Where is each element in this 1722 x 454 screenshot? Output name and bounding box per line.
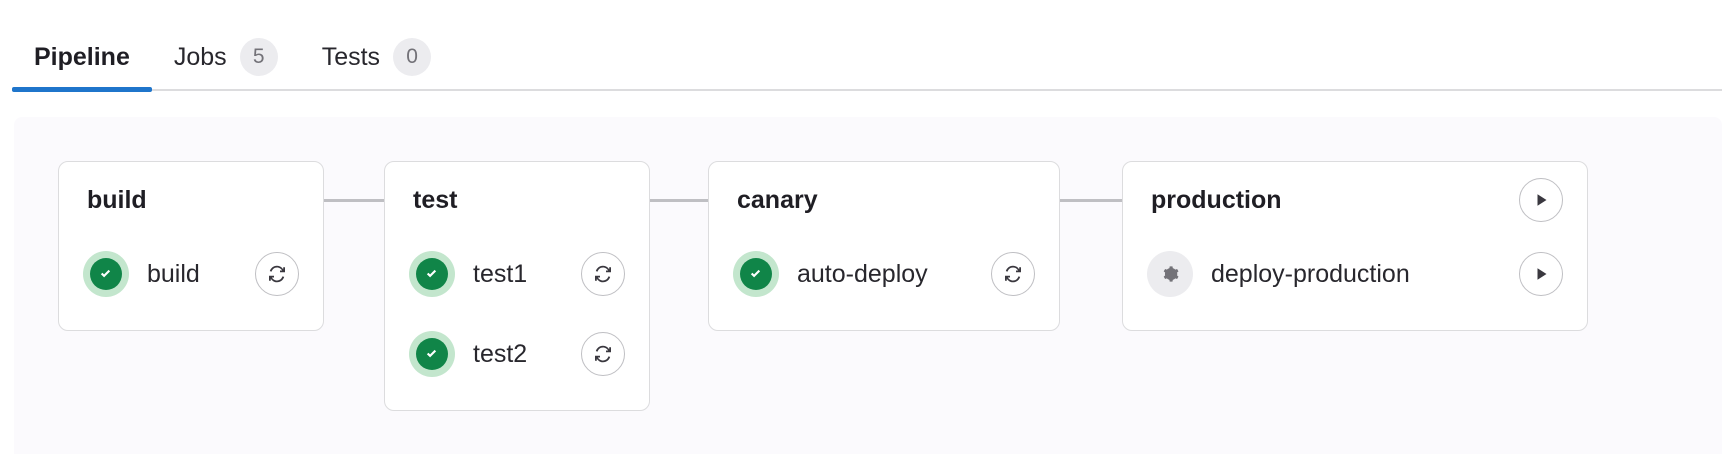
- pipeline-stage-row: build build: [14, 117, 1722, 454]
- tab-bar-divider: [12, 89, 1722, 91]
- stage-title-canary: canary: [737, 185, 818, 214]
- job-row[interactable]: test2: [385, 320, 649, 388]
- tab-tests-badge: 0: [393, 38, 432, 76]
- tab-list: Pipeline Jobs 5 Tests 0: [12, 0, 453, 92]
- pipeline-stage-canary: canary auto-deploy: [708, 161, 1060, 331]
- pipeline-stage-production: production: [1122, 161, 1588, 331]
- tab-tests[interactable]: Tests 0: [300, 0, 453, 92]
- status-success-icon: [733, 251, 779, 297]
- job-name: build: [147, 259, 200, 288]
- stage-job-list-build: build: [59, 240, 323, 308]
- job-name: deploy-production: [1211, 259, 1410, 288]
- stage-header-production: production: [1123, 178, 1587, 222]
- stage-header-build: build: [59, 182, 323, 218]
- tab-pipeline[interactable]: Pipeline: [12, 0, 152, 92]
- status-manual-icon: [1147, 251, 1193, 297]
- job-name: test1: [473, 259, 528, 288]
- tab-jobs-label: Jobs: [173, 42, 227, 71]
- pipeline-stage-test: test test1: [384, 161, 650, 411]
- tab-jobs[interactable]: Jobs 5: [152, 0, 300, 92]
- status-success-icon: [83, 251, 129, 297]
- status-success-icon: [409, 251, 455, 297]
- retry-icon[interactable]: [255, 252, 299, 296]
- stage-job-list-canary: auto-deploy: [709, 240, 1059, 308]
- stage-job-list-production: deploy-production: [1123, 240, 1587, 308]
- job-name: test2: [473, 339, 528, 368]
- stage-job-list-test: test1: [385, 240, 649, 388]
- connector-build-test: [324, 199, 394, 202]
- stage-title-build: build: [87, 185, 147, 214]
- play-icon[interactable]: [1519, 178, 1563, 222]
- retry-icon[interactable]: [991, 252, 1035, 296]
- tab-jobs-badge: 5: [239, 38, 278, 76]
- connector-canary-production: [1060, 199, 1122, 202]
- job-row[interactable]: deploy-production: [1123, 240, 1587, 308]
- retry-icon[interactable]: [581, 332, 625, 376]
- stage-title-production: production: [1151, 185, 1282, 214]
- pipeline-tab-bar: Pipeline Jobs 5 Tests 0: [0, 0, 1722, 92]
- tab-pipeline-label: Pipeline: [34, 42, 130, 71]
- status-success-icon: [409, 331, 455, 377]
- play-icon[interactable]: [1519, 252, 1563, 296]
- stage-header-canary: canary: [709, 182, 1059, 218]
- pipeline-stage-build: build build: [58, 161, 324, 331]
- tab-active-indicator: [12, 87, 152, 92]
- stage-title-test: test: [413, 185, 458, 214]
- tab-tests-label: Tests: [321, 42, 381, 71]
- stage-header-test: test: [385, 182, 649, 218]
- job-row[interactable]: build: [59, 240, 323, 308]
- job-row[interactable]: test1: [385, 240, 649, 308]
- pipeline-graph-panel: build build: [14, 117, 1722, 454]
- retry-icon[interactable]: [581, 252, 625, 296]
- job-name: auto-deploy: [797, 259, 928, 288]
- job-row[interactable]: auto-deploy: [709, 240, 1059, 308]
- connector-test-canary: [650, 199, 708, 202]
